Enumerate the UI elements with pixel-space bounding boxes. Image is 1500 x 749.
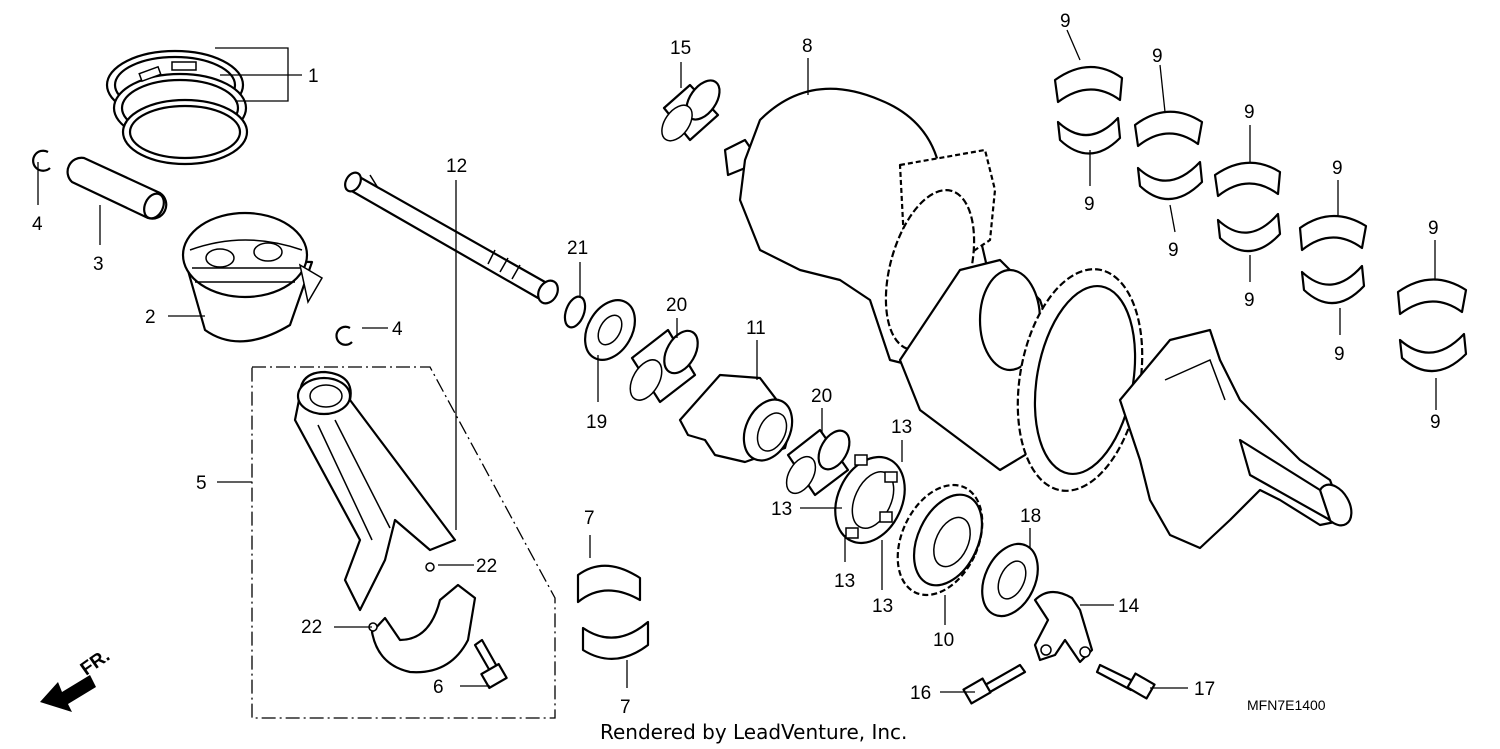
callout-11: 11 xyxy=(746,318,766,339)
callout-18: 18 xyxy=(1020,506,1041,527)
callout-1: 1 xyxy=(308,66,319,87)
callout-12: 12 xyxy=(446,156,467,177)
piston-rings[interactable] xyxy=(105,49,249,166)
damper-rubber-set[interactable] xyxy=(822,446,918,555)
main-bearing-3-lower[interactable] xyxy=(1216,212,1282,253)
dowel-pin-upper[interactable] xyxy=(425,562,435,572)
crank-needle-bearing[interactable] xyxy=(656,75,727,147)
callout-7-upper: 7 xyxy=(584,508,595,529)
callout-9-j: 9 xyxy=(1430,412,1441,433)
callout-10: 10 xyxy=(933,630,954,651)
shaft-holder[interactable] xyxy=(678,373,801,468)
bolt-16[interactable] xyxy=(962,663,1027,705)
callout-9-h: 9 xyxy=(1334,344,1345,365)
connecting-rod-bolt[interactable] xyxy=(473,638,508,690)
main-bearing-4-upper[interactable] xyxy=(1298,214,1368,252)
piston-pin-clip-lower[interactable] xyxy=(335,325,353,346)
connecting-rod[interactable] xyxy=(293,370,457,612)
callout-9-i: 9 xyxy=(1428,218,1439,239)
callout-2: 2 xyxy=(145,307,156,328)
callout-9-d: 9 xyxy=(1168,240,1179,261)
callout-13-c: 13 xyxy=(834,571,855,592)
callout-15: 15 xyxy=(670,38,691,59)
bolt-17[interactable] xyxy=(1095,663,1156,700)
callout-5: 5 xyxy=(196,473,207,494)
main-bearing-4-lower[interactable] xyxy=(1300,264,1366,305)
connecting-rod-bearing-lower[interactable] xyxy=(581,620,650,660)
piston-pin[interactable] xyxy=(66,156,168,222)
callout-22-upper: 22 xyxy=(476,556,497,577)
callout-9-g: 9 xyxy=(1332,158,1343,179)
connecting-rod-bearing-upper[interactable] xyxy=(576,564,642,604)
credit-line: Rendered by LeadVenture, Inc. xyxy=(600,720,907,744)
callout-9-f: 9 xyxy=(1244,290,1255,311)
callout-20-lower: 20 xyxy=(811,386,832,407)
primary-drive-gear[interactable] xyxy=(881,471,999,608)
callout-19: 19 xyxy=(586,412,607,433)
callout-4-upper: 4 xyxy=(32,214,43,235)
crankshaft[interactable] xyxy=(723,87,1358,550)
callout-17: 17 xyxy=(1194,679,1215,700)
main-bearing-1-lower[interactable] xyxy=(1056,116,1122,155)
tensioner-arm[interactable] xyxy=(1033,590,1094,664)
callout-8: 8 xyxy=(802,36,813,57)
main-bearing-2-lower[interactable] xyxy=(1136,160,1204,201)
needle-bearing-lower[interactable] xyxy=(781,425,856,498)
piston-pin-clip-upper[interactable] xyxy=(32,149,51,172)
callout-14: 14 xyxy=(1118,596,1140,617)
callout-13-b: 13 xyxy=(771,499,792,520)
callout-9-e: 9 xyxy=(1244,102,1255,123)
callout-7-lower: 7 xyxy=(620,697,631,718)
connecting-rod-cap[interactable] xyxy=(370,583,477,674)
callout-9-b: 9 xyxy=(1084,194,1095,215)
primary-shaft[interactable] xyxy=(342,170,562,307)
callout-20-upper: 20 xyxy=(666,295,687,316)
thrust-washer[interactable] xyxy=(575,291,645,368)
connecting-rod-boundary xyxy=(251,366,556,719)
callout-21: 21 xyxy=(567,238,588,259)
spacer-washer[interactable] xyxy=(971,535,1048,625)
main-bearing-1-upper[interactable] xyxy=(1053,65,1124,104)
callout-4-lower: 4 xyxy=(392,319,403,340)
callout-9-a: 9 xyxy=(1060,11,1071,32)
needle-bearing-upper[interactable] xyxy=(624,325,705,405)
callout-16: 16 xyxy=(910,683,931,704)
main-bearing-3-upper[interactable] xyxy=(1213,161,1282,198)
main-bearing-2-upper[interactable] xyxy=(1133,110,1204,148)
main-bearing-5-lower[interactable] xyxy=(1398,332,1468,373)
piston[interactable] xyxy=(181,211,324,343)
front-direction-arrow: FR. xyxy=(40,645,114,712)
callout-13-a: 13 xyxy=(891,417,912,438)
leader-lines xyxy=(37,29,1437,693)
callout-9-c: 9 xyxy=(1152,46,1163,67)
front-marker-label: FR. xyxy=(77,645,114,680)
callout-22-lower: 22 xyxy=(301,617,322,638)
callout-3: 3 xyxy=(93,254,104,275)
callout-6: 6 xyxy=(433,677,444,698)
diagram-code: MFN7E1400 xyxy=(1247,697,1326,713)
callout-13-d: 13 xyxy=(872,596,893,617)
main-bearing-5-upper[interactable] xyxy=(1396,278,1468,316)
circlip[interactable] xyxy=(561,294,589,330)
